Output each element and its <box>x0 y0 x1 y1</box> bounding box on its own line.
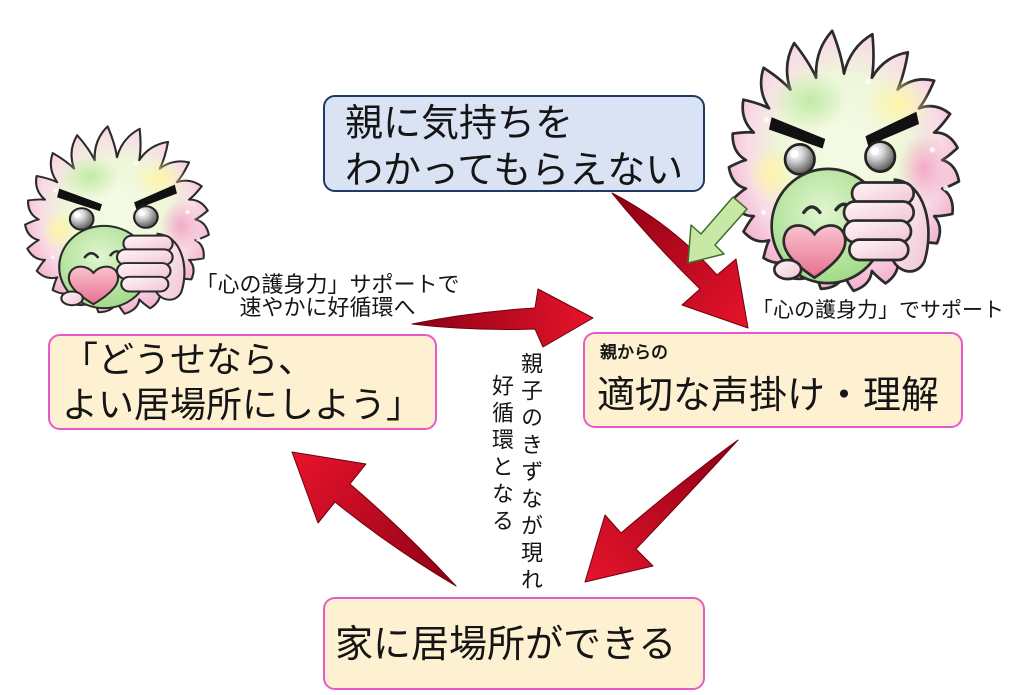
left-eyebrow <box>57 188 103 212</box>
eye-highlight <box>870 147 879 156</box>
eyes <box>68 205 159 231</box>
fur-green-patch <box>60 155 121 199</box>
eyes <box>783 140 897 176</box>
node-resolve-line-1: 「どうせなら、 <box>62 340 315 381</box>
cycle-note-column-2: 好循環となる <box>488 374 513 536</box>
node-problem-line-2: わかってもらえない <box>345 148 684 192</box>
arrow-response-to-place <box>584 439 739 583</box>
node-place: 家に居場所ができる <box>323 597 705 690</box>
right-eyebrow <box>865 111 920 146</box>
label-left-support-line-2: 速やかに好循環へ <box>239 296 416 321</box>
hand <box>772 178 930 281</box>
arrow-resolve-to-response <box>411 288 594 348</box>
fur-green-patch <box>772 70 849 131</box>
node-response: 親からの 適切な声掛け・理解 <box>583 332 963 428</box>
inner-face-left-eye <box>802 205 822 215</box>
node-response-text: 適切な声掛け・理解 <box>597 373 940 417</box>
node-problem-line-1: 親に気持ちを <box>345 101 574 145</box>
arrow-place-to-resolve <box>291 451 457 587</box>
node-place-text: 家に居場所ができる <box>335 621 677 666</box>
mascot-right-icon <box>727 29 961 293</box>
eye-highlight <box>790 149 799 158</box>
small-hand <box>772 258 803 281</box>
right-eyebrow <box>134 184 177 210</box>
label-right-support: 「心の護身力」でサポート <box>752 298 1004 322</box>
finger <box>120 275 170 293</box>
label-left-support-line-1: 「心の護身力」サポートで <box>195 273 460 298</box>
label-left-support: 「心の護身力」サポートで 速やかに好循環へ <box>195 274 460 320</box>
inner-face-left-eye <box>83 252 100 259</box>
node-resolve-line-2: よい居場所にしよう」 <box>62 385 423 426</box>
arrow-problem-to-response <box>611 192 749 329</box>
eye-highlight <box>74 212 81 218</box>
left-eyebrow <box>768 117 826 149</box>
eye-highlight <box>138 210 145 217</box>
node-problem: 親に気持ちを わかってもらえない <box>323 95 705 192</box>
hand <box>60 232 186 307</box>
cycle-note-column-1: 親子のきずなが現れ <box>517 352 542 595</box>
small-hand <box>60 290 84 307</box>
finger <box>848 238 910 262</box>
node-response-caption: 親からの <box>600 343 668 363</box>
node-resolve: 「どうせなら、 よい居場所にしよう」 <box>48 334 437 430</box>
eyebrows <box>768 111 920 149</box>
support-arrow-icon <box>687 196 748 264</box>
eyebrows <box>57 184 177 212</box>
mascot-left-icon <box>24 125 210 315</box>
